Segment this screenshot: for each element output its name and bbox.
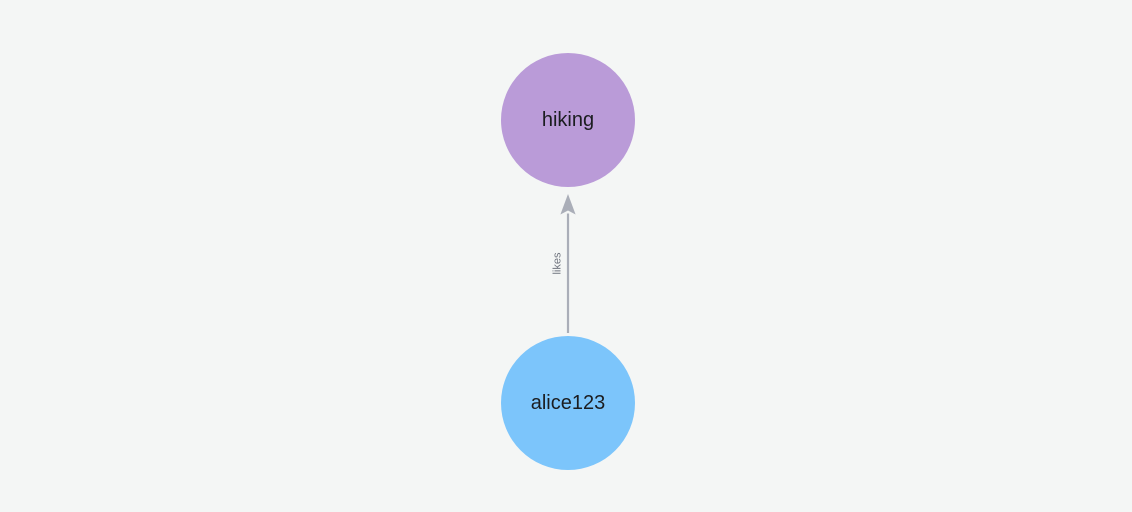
- graph-node-hiking[interactable]: hiking: [501, 53, 635, 187]
- edge-alice123-likes-hiking[interactable]: [560, 194, 576, 333]
- graph-node-label: alice123: [530, 392, 606, 414]
- graph-node-alice123[interactable]: alice123: [501, 336, 635, 470]
- edge-arrowhead-icon: [560, 194, 576, 215]
- edge-label-likes: likes: [551, 252, 564, 275]
- graph-node-label: hiking: [541, 109, 595, 131]
